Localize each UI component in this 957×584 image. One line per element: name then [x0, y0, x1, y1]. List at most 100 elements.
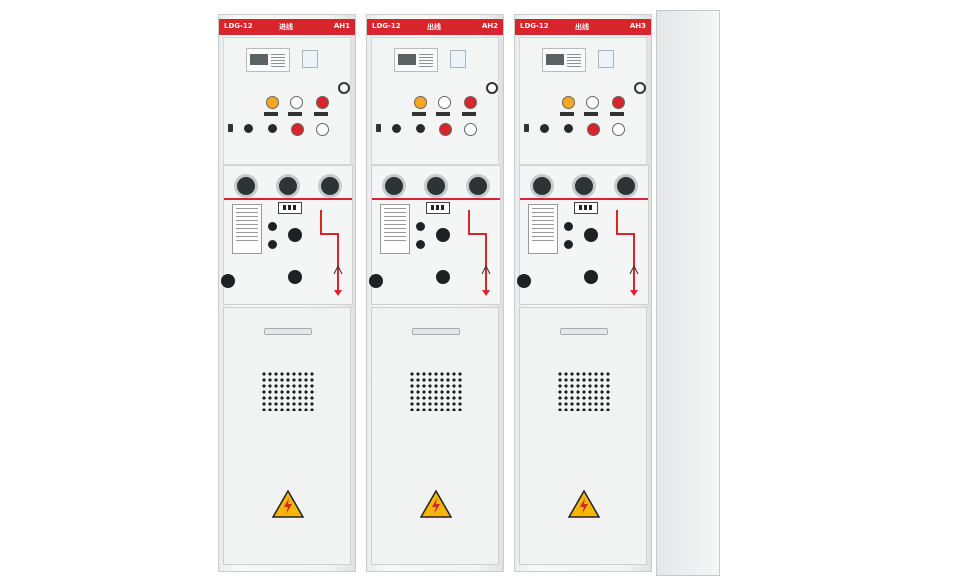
- cabinet-header: LDG-12 进线 AH1: [219, 19, 355, 35]
- function-label: 出线: [427, 23, 441, 31]
- vent-grille: [557, 371, 611, 411]
- indicator-lamp-yellow: [562, 96, 575, 109]
- high-voltage-warning-icon: [568, 490, 600, 518]
- operating-hole: [416, 240, 425, 249]
- high-voltage-warning-icon: [420, 490, 452, 518]
- selector-switch: [392, 124, 401, 133]
- cable-compartment-door: [519, 307, 647, 565]
- model-label: LDG-12: [520, 22, 549, 30]
- model-label: LDG-12: [224, 22, 253, 30]
- viewing-window: [234, 174, 258, 198]
- vent-grille: [409, 371, 463, 411]
- lamp-label: [584, 112, 598, 116]
- viewing-window: [318, 174, 342, 198]
- push-button-white: [612, 123, 625, 136]
- digital-meter: [246, 48, 290, 72]
- function-label: 进线: [279, 23, 293, 31]
- vent-grille: [261, 371, 315, 411]
- cable-compartment-door: [223, 307, 351, 565]
- door-handle: [517, 274, 531, 288]
- top-knob: [486, 82, 498, 94]
- instruction-plate: [528, 204, 558, 254]
- indicator-lamp-red: [464, 96, 477, 109]
- lamp-label: [610, 112, 624, 116]
- top-knob: [338, 82, 350, 94]
- panel-lock: [524, 124, 529, 132]
- viewing-window: [382, 174, 406, 198]
- busbar-line: [372, 198, 500, 200]
- single-line-diagram: [320, 210, 343, 296]
- operating-panel: [221, 165, 353, 305]
- door-handle: [369, 274, 383, 288]
- selector-switch: [540, 124, 549, 133]
- single-line-diagram: [468, 210, 491, 296]
- cabinet-header: LDG-12 出线 AH3: [515, 19, 651, 35]
- operating-hole: [564, 222, 573, 231]
- operating-knob: [584, 228, 598, 242]
- selector-switch: [416, 124, 425, 133]
- push-button-red: [439, 123, 452, 136]
- viewing-window: [276, 174, 300, 198]
- selector-switch: [564, 124, 573, 133]
- lamp-label: [314, 112, 328, 116]
- panel-lock: [376, 124, 381, 132]
- door-handle-bar: [264, 328, 312, 335]
- end-side-panel: [656, 10, 720, 576]
- operating-hole: [564, 240, 573, 249]
- single-line-diagram: [616, 210, 639, 296]
- lamp-label: [462, 112, 476, 116]
- indicator-lamp-yellow: [414, 96, 427, 109]
- cabinet-header: LDG-12 出线 AH2: [367, 19, 503, 35]
- lamp-label: [288, 112, 302, 116]
- instruction-plate: [232, 204, 262, 254]
- selector-switch: [244, 124, 253, 133]
- high-voltage-warning-icon: [272, 490, 304, 518]
- indicator-lamp-white: [438, 96, 451, 109]
- panel-lock: [228, 124, 233, 132]
- live-indicator: [426, 202, 450, 214]
- digital-meter: [542, 48, 586, 72]
- operating-hole: [416, 222, 425, 231]
- lamp-label: [412, 112, 426, 116]
- instrument-compartment: [223, 37, 351, 165]
- cabinet-ah2: LDG-12 出线 AH2: [366, 14, 504, 572]
- viewing-window: [530, 174, 554, 198]
- lamp-label: [560, 112, 574, 116]
- busbar-line: [520, 198, 648, 200]
- indicator-lamp-red: [316, 96, 329, 109]
- live-indicator: [278, 202, 302, 214]
- viewing-window: [424, 174, 448, 198]
- cable-compartment-door: [371, 307, 499, 565]
- viewing-window: [466, 174, 490, 198]
- earthing-knob: [288, 270, 302, 284]
- indicator-lamp-yellow: [266, 96, 279, 109]
- operating-knob: [436, 228, 450, 242]
- live-indicator: [574, 202, 598, 214]
- door-handle-bar: [560, 328, 608, 335]
- relay-display: [302, 50, 318, 68]
- instrument-compartment: [519, 37, 647, 165]
- indicator-lamp-white: [290, 96, 303, 109]
- operating-panel: [369, 165, 501, 305]
- digital-meter: [394, 48, 438, 72]
- viewing-window: [572, 174, 596, 198]
- cabinet-tag: AH1: [333, 22, 350, 30]
- push-button-white: [464, 123, 477, 136]
- busbar-line: [224, 198, 352, 200]
- operating-hole: [268, 240, 277, 249]
- instruction-plate: [380, 204, 410, 254]
- cabinet-tag: AH3: [629, 22, 646, 30]
- earthing-knob: [584, 270, 598, 284]
- cabinet-ah3: LDG-12 出线 AH3: [514, 14, 652, 572]
- instrument-compartment: [371, 37, 499, 165]
- relay-display: [598, 50, 614, 68]
- push-button-red: [291, 123, 304, 136]
- push-button-white: [316, 123, 329, 136]
- model-label: LDG-12: [372, 22, 401, 30]
- lamp-label: [264, 112, 278, 116]
- push-button-red: [587, 123, 600, 136]
- indicator-lamp-white: [586, 96, 599, 109]
- cabinet-tag: AH2: [481, 22, 498, 30]
- lamp-label: [436, 112, 450, 116]
